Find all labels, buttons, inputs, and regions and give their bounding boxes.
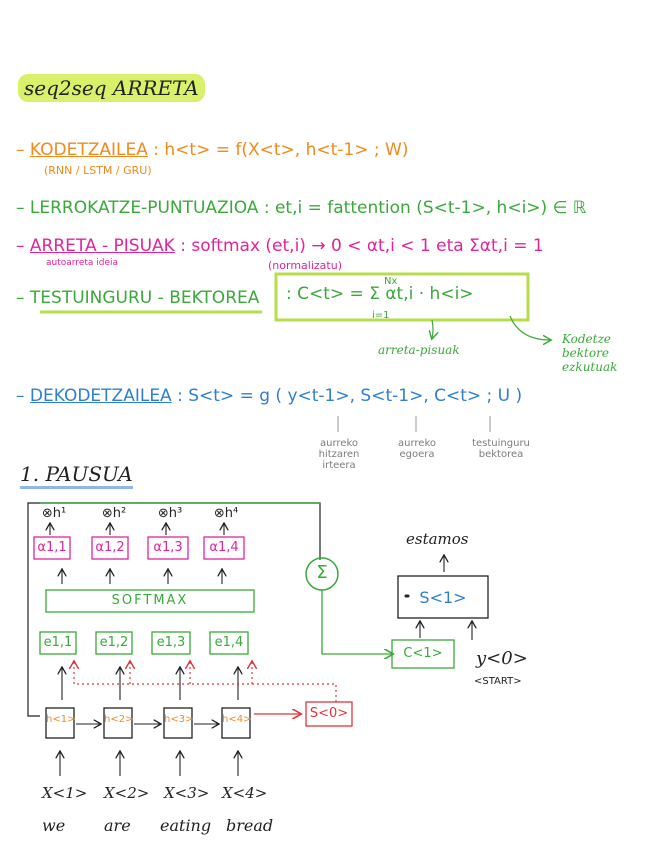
sigma-label: Σ <box>306 562 338 583</box>
input-x3: X<3> <box>164 784 209 802</box>
word-bread: bread <box>226 816 273 835</box>
alpha-3: α1,3 <box>148 540 188 555</box>
input-x4: X<4> <box>222 784 267 802</box>
word-eating: eating <box>160 816 211 835</box>
input-x2: X<2> <box>104 784 149 802</box>
softmax-label: SOFTMAX <box>46 593 254 608</box>
input-x1: X<1> <box>42 784 87 802</box>
product-4: ⊗h⁴ <box>208 506 244 521</box>
product-2: ⊗h² <box>96 506 132 521</box>
product-3: ⊗h³ <box>152 506 188 521</box>
s0-label: S<0> <box>306 706 352 721</box>
hidden-2: h<2> <box>104 714 132 725</box>
hidden-4: h<4> <box>222 714 250 725</box>
energy-3: e1,3 <box>152 635 190 650</box>
context-c1-label: C<1> <box>392 646 454 661</box>
energy-1: e1,1 <box>40 635 76 650</box>
energy-4: e1,4 <box>210 635 248 650</box>
decoder-state-label: S<1> <box>398 588 488 607</box>
word-are: are <box>104 816 131 835</box>
word-we: we <box>42 816 65 835</box>
decoder-input-label: y<0> <box>476 648 528 669</box>
hidden-boxes <box>46 708 250 738</box>
product-1: ⊗h¹ <box>36 506 72 521</box>
hidden-1: h<1> <box>46 714 74 725</box>
context-highlight-box <box>276 274 528 320</box>
hidden-3: h<3> <box>164 714 192 725</box>
start-token-label: <START> <box>474 676 522 687</box>
alpha-4: α1,4 <box>204 540 244 555</box>
alpha-2: α1,2 <box>92 540 128 555</box>
energy-2: e1,2 <box>96 635 132 650</box>
alpha-1: α1,1 <box>34 540 70 555</box>
output-word: estamos <box>406 530 469 548</box>
